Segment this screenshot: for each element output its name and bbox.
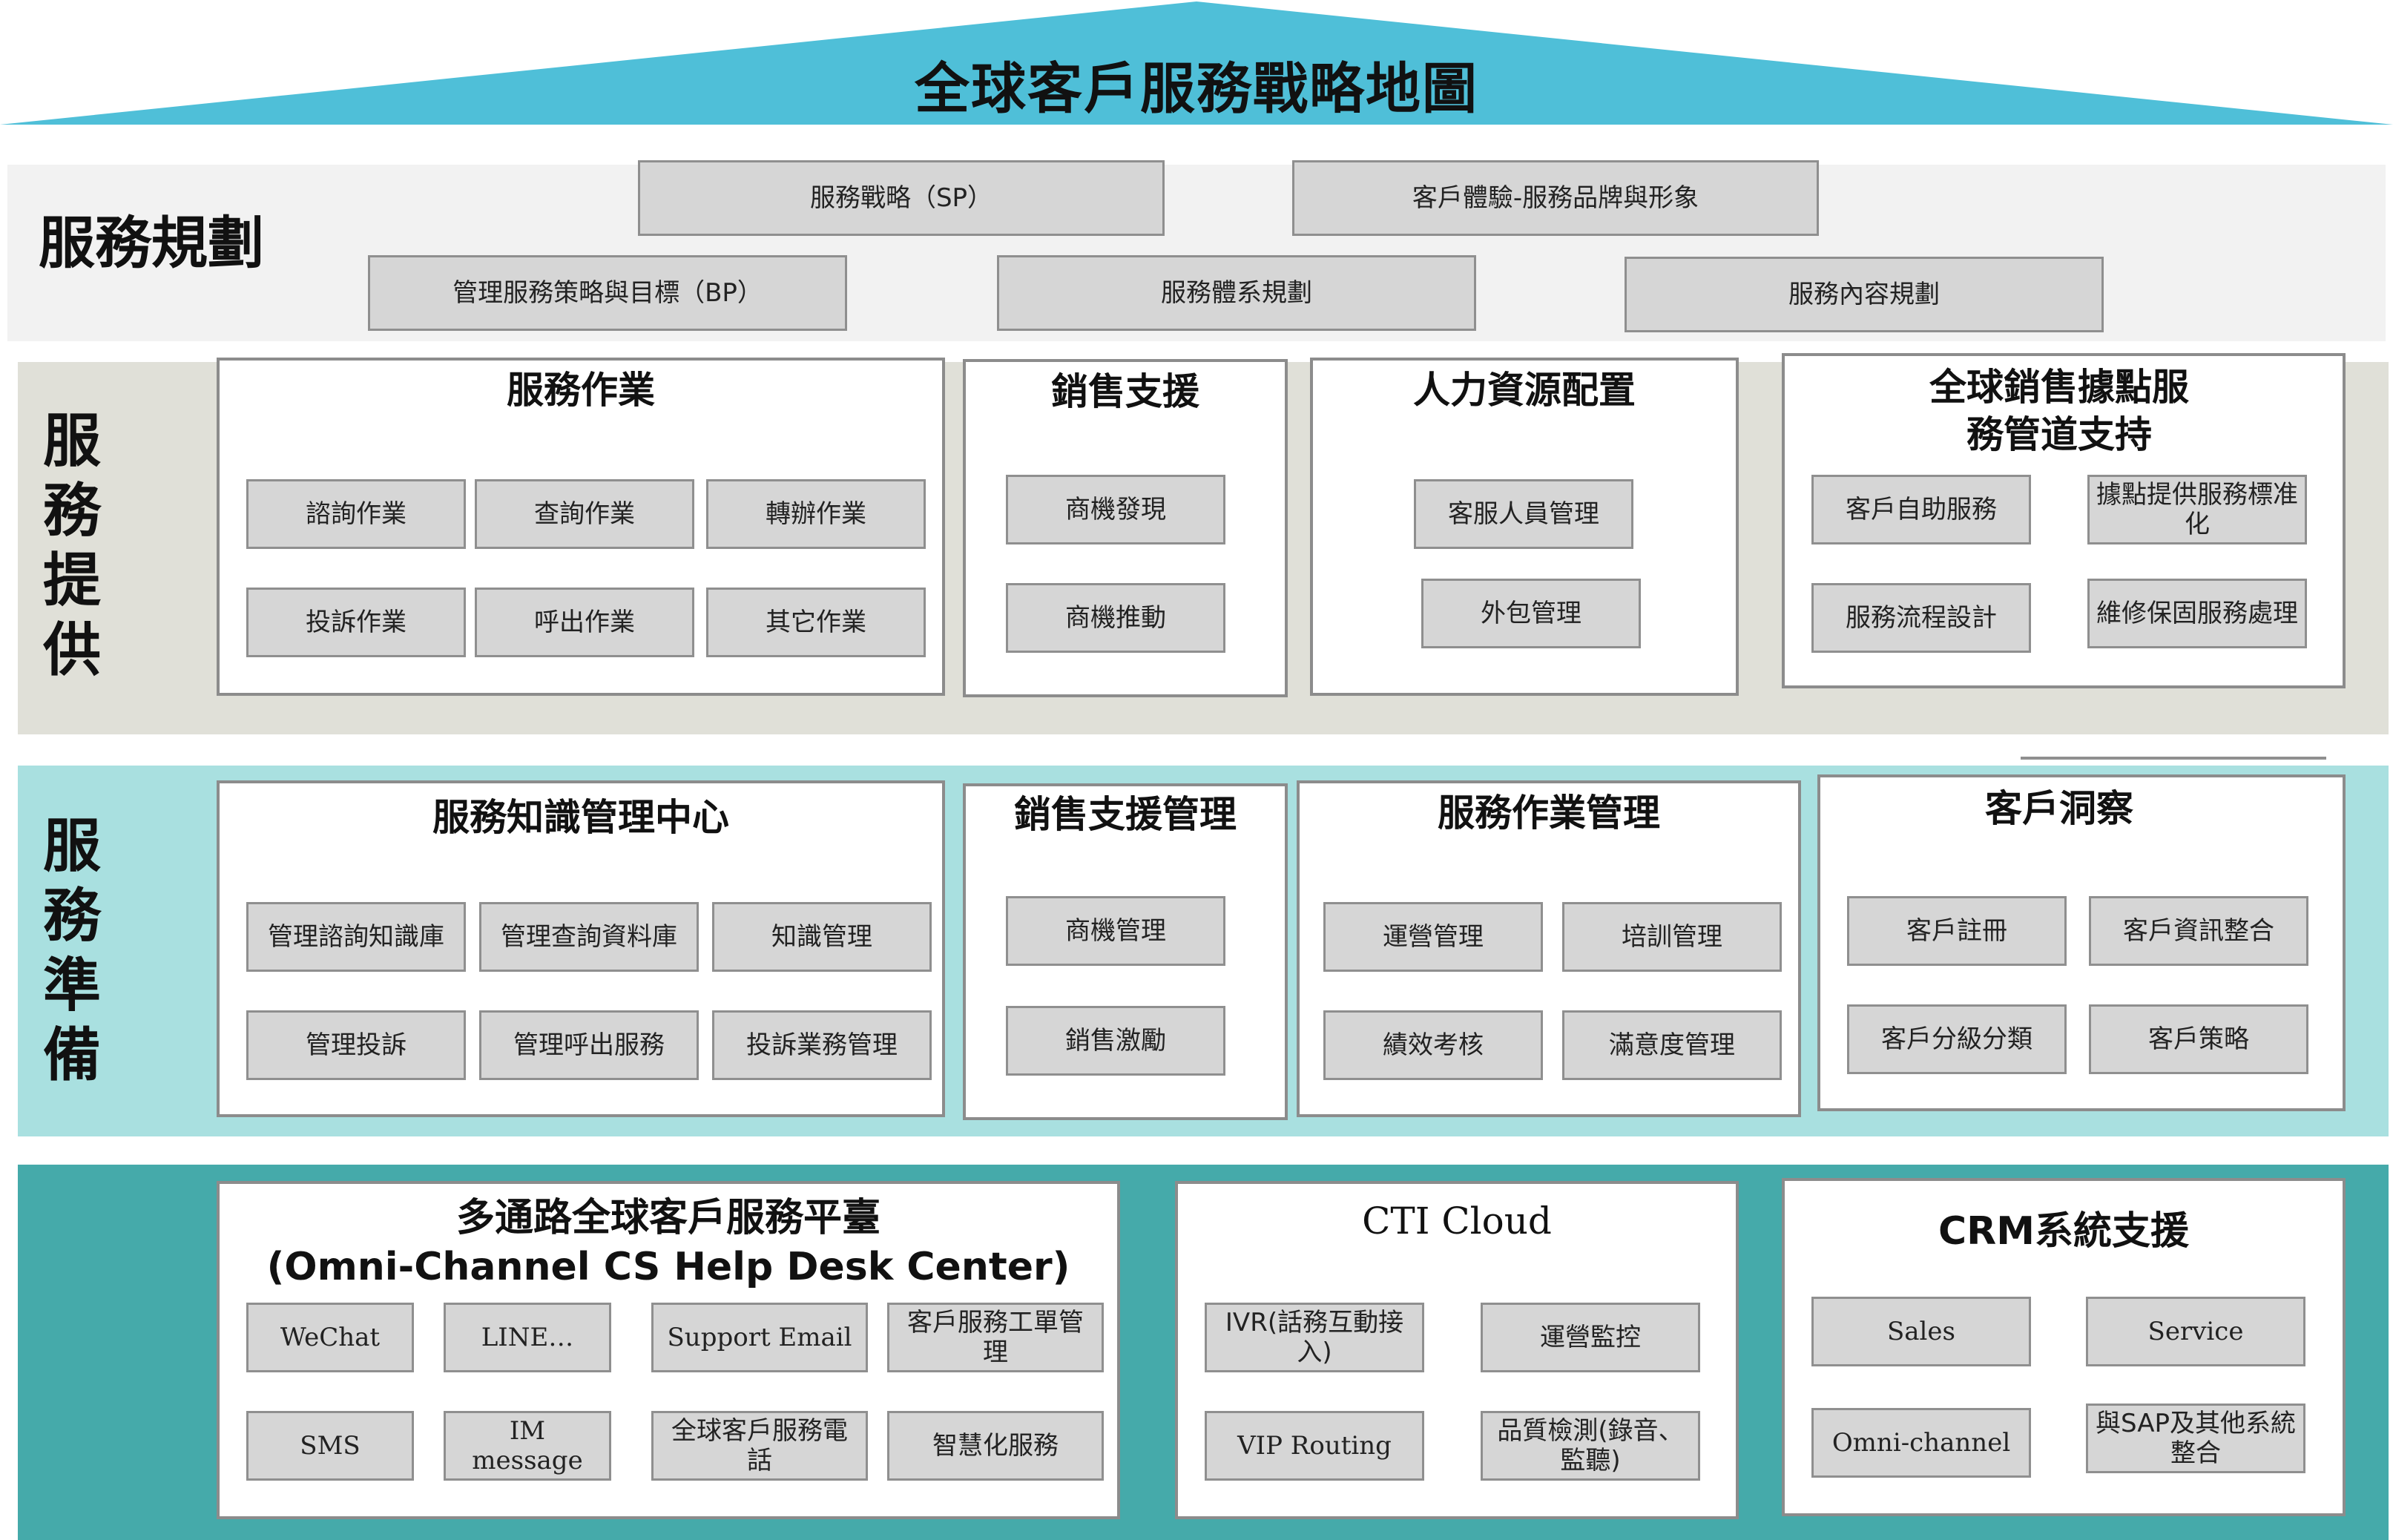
panel-title: 全球銷售據點服務管道支持 (1929, 366, 2189, 456)
hr-outsource: 外包管理 (1421, 579, 1641, 648)
channel-self-service: 客戶自助服務 (1811, 475, 2031, 544)
hr-staff: 客服人員管理 (1414, 479, 1633, 549)
ops-performance: 績效考核 (1323, 1010, 1543, 1080)
panel-title: 服務知識管理中心 (432, 796, 729, 839)
ops-training-mgmt: 培訓管理 (1562, 902, 1782, 972)
panel-title: 客戶洞察 (1985, 787, 2133, 830)
roof-triangle (0, 1, 2393, 125)
kb-outbound-mgmt: 管理呼出服務 (479, 1010, 699, 1080)
insight-strategy: 客戶策略 (2089, 1004, 2308, 1074)
op-query: 查詢作業 (475, 479, 694, 549)
panel-service-operations: 服務作業 諮詢作業 查詢作業 轉辦作業 投訴作業 呼出作業 其它作業 (217, 358, 945, 696)
sales-discovery: 商機發現 (1006, 475, 1225, 544)
panel-customer-insight: 客戶洞察 客戶註冊 客戶資訊整合 客戶分級分類 客戶策略 (1817, 774, 2346, 1111)
insight-registration: 客戶註冊 (1847, 896, 2067, 966)
plan-customer-experience: 客戶體驗-服務品牌與形象 (1292, 160, 1819, 236)
channel-ticket-mgmt: 客戶服務工單管理 (887, 1303, 1104, 1372)
panel-omnichannel-platform: 多通路全球客戶服務平臺 (Omni-Channel CS Help Desk C… (217, 1181, 1120, 1519)
op-transfer: 轉辦作業 (706, 479, 926, 549)
plan-service-strategy: 服務戰略（SP） (638, 160, 1165, 236)
channel-process-design: 服務流程設計 (1811, 583, 2031, 653)
op-outbound: 呼出作業 (475, 588, 694, 657)
kb-consult-base: 管理諮詢知識庫 (246, 902, 466, 972)
sales-push: 商機推動 (1006, 583, 1225, 653)
panel-hr-allocation: 人力資源配置 客服人員管理 外包管理 (1310, 358, 1739, 696)
kb-complaint-mgmt: 管理投訴 (246, 1010, 466, 1080)
ops-operation-mgmt: 運營管理 (1323, 902, 1543, 972)
panel-title: CTI Cloud (1362, 1200, 1552, 1243)
channel-standardization: 據點提供服務標准化 (2087, 475, 2307, 544)
panel-title: 服務作業管理 (1438, 792, 1660, 835)
kb-query-base: 管理查詢資料庫 (479, 902, 699, 972)
panel-title: 銷售支援 (1051, 370, 1199, 413)
channel-wechat: WeChat (246, 1303, 414, 1372)
panel-title: 銷售支援管理 (1014, 793, 1237, 836)
crm-omnichannel: Omni-channel (1811, 1408, 2031, 1478)
planning-label: 服務規劃 (39, 210, 264, 276)
crm-sales: Sales (1811, 1297, 2031, 1366)
crm-service: Service (2086, 1297, 2305, 1366)
cti-monitoring: 運營監控 (1481, 1303, 1700, 1372)
panel-knowledge-center: 服務知識管理中心 管理諮詢知識庫 管理查詢資料庫 知識管理 管理投訴 管理呼出服… (217, 780, 945, 1117)
crm-sap-integration: 與SAP及其他系統整合 (2086, 1404, 2305, 1473)
provision-label: 服務提供 (42, 408, 101, 684)
channel-im-message: IM message (444, 1411, 611, 1481)
sales-incentive: 銷售激勵 (1006, 1006, 1225, 1076)
cti-vip-routing: VIP Routing (1205, 1411, 1424, 1481)
sales-opportunity-mgmt: 商機管理 (1006, 896, 1225, 966)
plan-service-system: 服務體系規劃 (997, 255, 1476, 331)
channel-sms: SMS (246, 1411, 414, 1481)
plan-service-content: 服務內容規劃 (1625, 257, 2104, 332)
panel-subtitle: (Omni-Channel CS Help Desk Center) (266, 1245, 1070, 1289)
channel-global-phone: 全球客戶服務電話 (651, 1411, 868, 1481)
page-title: 全球客戶服務戰略地圖 (915, 57, 1478, 121)
plan-management-strategy: 管理服務策略與目標（BP） (368, 255, 847, 331)
kb-complaint-business: 投訴業務管理 (712, 1010, 932, 1080)
cti-ivr: IVR(話務互動接入) (1205, 1303, 1424, 1372)
panel-sales-support: 銷售支援 商機發現 商機推動 (963, 359, 1288, 697)
panel-service-ops-mgmt: 服務作業管理 運營管理 培訓管理 績效考核 滿意度管理 (1297, 780, 1801, 1117)
insight-segmentation: 客戶分級分類 (1847, 1004, 2067, 1074)
channel-support-email: Support Email (651, 1303, 868, 1372)
op-complaint: 投訴作業 (246, 588, 466, 657)
panel-cti-cloud: CTI Cloud IVR(話務互動接入) 運營監控 VIP Routing 品… (1175, 1181, 1739, 1519)
insight-info-integration: 客戶資訊整合 (2089, 896, 2308, 966)
panel-title: CRM系統支援 (1938, 1209, 2189, 1254)
panel-global-sales-channel: 全球銷售據點服務管道支持 客戶自助服務 據點提供服務標准化 服務流程設計 維修保… (1782, 353, 2346, 688)
panel-title: 服務作業 (507, 369, 655, 412)
panel-title: 人力資源配置 (1413, 369, 1636, 412)
channel-line: LINE… (444, 1303, 611, 1372)
preparation-label: 服務準備 (42, 813, 101, 1089)
panel-sales-support-mgmt: 銷售支援管理 商機管理 銷售激勵 (963, 783, 1288, 1120)
channel-warranty: 維修保固服務處理 (2087, 579, 2307, 648)
panel-title: 多通路全球客戶服務平臺 (455, 1196, 880, 1240)
op-other: 其它作業 (706, 588, 926, 657)
panel-crm-support: CRM系統支援 Sales Service Omni-channel 與SAP及… (1782, 1178, 2346, 1516)
cti-quality-check: 品質檢測(錄音、監聽) (1481, 1411, 1700, 1481)
op-consult: 諮詢作業 (246, 479, 466, 549)
divider (2021, 757, 2326, 760)
ops-satisfaction: 滿意度管理 (1562, 1010, 1782, 1080)
kb-knowledge: 知識管理 (712, 902, 932, 972)
channel-smart-service: 智慧化服務 (887, 1411, 1104, 1481)
roof-banner (0, 1, 2393, 125)
